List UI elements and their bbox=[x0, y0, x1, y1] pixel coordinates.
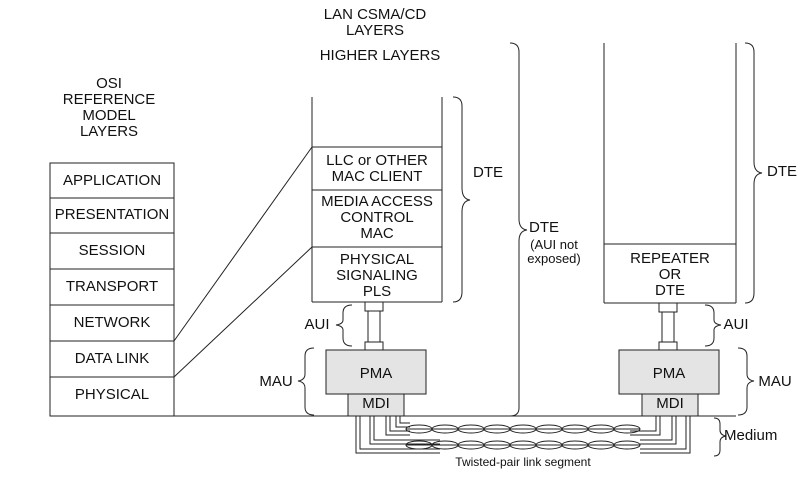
twisted-pair-label: Twisted-pair link segment bbox=[455, 455, 591, 469]
osi-layer-presentation: PRESENTATION bbox=[54, 206, 170, 223]
mdi-label-right: MDI bbox=[656, 395, 684, 412]
mapping-line-upper bbox=[173, 146, 313, 342]
dte-brace-middle bbox=[509, 42, 528, 417]
pma-label-right: PMA bbox=[652, 365, 686, 382]
mau-label-left: MAU bbox=[259, 373, 293, 390]
mapping-line-lower bbox=[173, 246, 313, 378]
mdi-label-left: MDI bbox=[362, 395, 390, 412]
osi-title: OSI REFERENCE MODEL LAYERS bbox=[62, 75, 156, 140]
dte-label-middle: DTE bbox=[529, 219, 559, 236]
aui-label-left: AUI bbox=[304, 316, 330, 333]
repeater-or-dte-label: REPEATER OR DTE bbox=[630, 250, 710, 299]
aui-connector-left-bottom bbox=[364, 341, 384, 351]
osi-layer-physical: PHYSICAL bbox=[74, 386, 150, 403]
mau-brace-right bbox=[737, 347, 755, 416]
pma-box-left bbox=[325, 349, 427, 395]
dte-label-left: DTE bbox=[473, 164, 503, 181]
pma-label-left: PMA bbox=[359, 365, 393, 382]
lan-layer-mac: MEDIA ACCESS CONTROL MAC bbox=[321, 193, 433, 242]
osi-layer-transport: TRANSPORT bbox=[65, 278, 159, 295]
aui-connector-left-top bbox=[364, 301, 384, 312]
aui-connector-right-top bbox=[658, 302, 678, 313]
aui-connector-right-bottom bbox=[658, 341, 678, 351]
osi-layer-application: APPLICATION bbox=[62, 172, 162, 189]
aui-not-exposed-label: (AUI not exposed) bbox=[527, 237, 581, 266]
medium-brace bbox=[713, 417, 727, 457]
dte-label-right: DTE bbox=[767, 163, 797, 180]
lan-layer-llc: LLC or OTHER MAC CLIENT bbox=[326, 152, 428, 185]
twisted-pair-helix bbox=[405, 424, 641, 450]
mau-label-right: MAU bbox=[758, 373, 792, 390]
aui-label-right: AUI bbox=[723, 316, 749, 333]
dte-brace-right bbox=[744, 42, 763, 304]
osi-layer-network: NETWORK bbox=[73, 314, 151, 331]
lan-title: LAN CSMA/CD LAYERS bbox=[323, 6, 427, 39]
aui-cable-left bbox=[367, 310, 381, 343]
lan-higher-layers: HIGHER LAYERS bbox=[319, 47, 441, 64]
lan-layer-pls: PHYSICAL SIGNALING PLS bbox=[336, 251, 418, 300]
medium-label: Medium bbox=[724, 427, 778, 444]
osi-layer-session: SESSION bbox=[78, 242, 146, 259]
mau-brace-left bbox=[297, 347, 315, 416]
pma-box-right bbox=[618, 349, 720, 395]
osi-layer-data-link: DATA LINK bbox=[74, 350, 150, 367]
aui-cable-right bbox=[661, 311, 675, 343]
aui-brace-left bbox=[335, 304, 353, 347]
aui-brace-right bbox=[704, 304, 722, 347]
dte-brace-left bbox=[452, 96, 471, 303]
